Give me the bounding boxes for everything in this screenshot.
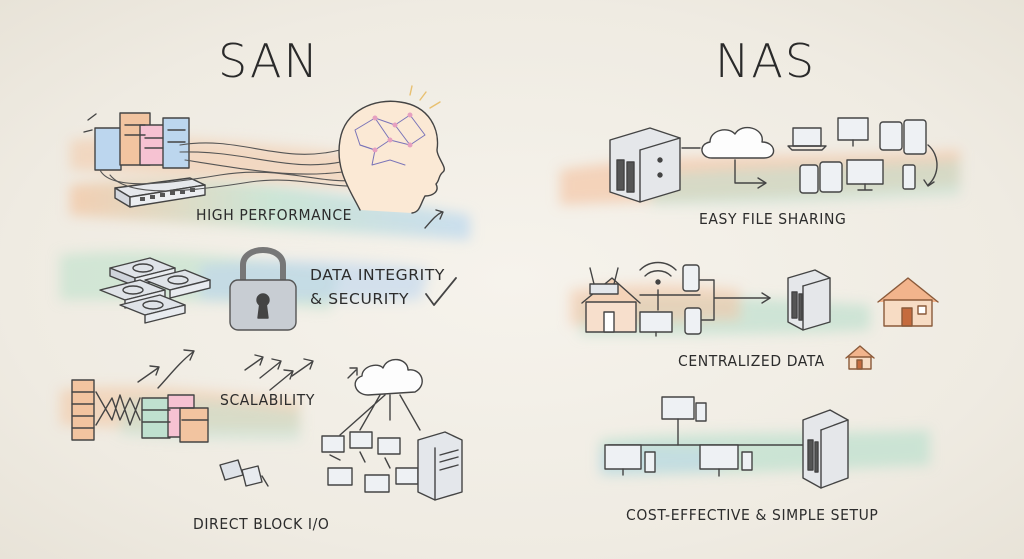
small-house-icon (845, 345, 875, 370)
hard-drives-icon (99, 257, 211, 324)
scalability-label: SCALABILITY (220, 391, 315, 409)
padlock-icon (229, 247, 297, 331)
centralized-data-label: CENTRALIZED DATA (678, 352, 825, 370)
server-cluster-icon (83, 112, 190, 171)
house-icon (877, 277, 939, 327)
data-integrity-line2: & SECURITY (310, 290, 410, 308)
nas-device-icon (609, 127, 681, 203)
wifi-icon (639, 261, 677, 285)
cloud-network-icon (339, 358, 423, 436)
local-devices-icon (639, 264, 771, 337)
cost-effective-label: COST-EFFECTIVE & SIMPLE SETUP (626, 506, 879, 524)
san-title: SAN (218, 34, 320, 88)
data-integrity-line1: DATA INTEGRITY (310, 266, 445, 284)
curved-arrow-icon (424, 209, 444, 229)
growth-arrows-icon (137, 349, 314, 391)
data-integrity-label: DATA INTEGRITY & SECURITY (310, 263, 445, 311)
easy-file-sharing-label: EASY FILE SHARING (699, 210, 847, 228)
high-performance-label: HIGH PERFORMANCE (196, 206, 353, 224)
simple-network-icon (604, 396, 806, 477)
nas-server-icon (802, 409, 849, 489)
cloud-icon (681, 126, 775, 189)
devices-group-icon (787, 117, 938, 194)
tower-server-icon (417, 431, 463, 501)
brain-head-icon (338, 85, 445, 214)
expanding-racks-icon (71, 379, 209, 443)
central-nas-icon (787, 269, 831, 331)
home-router-icon (581, 267, 641, 333)
direct-block-io-label: DIRECT BLOCK I/O (193, 515, 330, 533)
checkmark-icon (425, 277, 457, 306)
fibre-connector-icon (219, 459, 269, 487)
client-computers-icon (321, 431, 419, 493)
nas-title: NAS (715, 34, 817, 88)
